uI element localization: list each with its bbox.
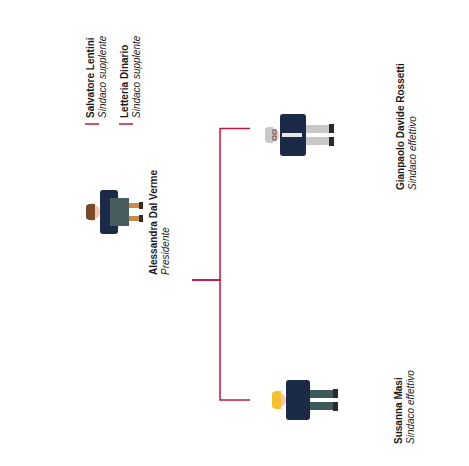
- person-label: Susanna MasiSindaco effettivo: [255, 336, 450, 464]
- rotated-text: Susanna MasiSindaco effettivo: [393, 370, 417, 444]
- person-name: Susanna Masi: [393, 370, 405, 444]
- person-figure: [86, 190, 143, 234]
- person-label: Salvatore LentiniSindaco supplente: [82, 5, 113, 123]
- person-figure: [272, 380, 338, 420]
- person-name: Gianpaolo Davide Rossetti: [395, 63, 407, 190]
- rotated-text: Salvatore LentiniSindaco supplente: [85, 36, 109, 118]
- person-role: Sindaco supplente: [97, 36, 109, 118]
- person-name: Letteria Dinario: [119, 36, 131, 118]
- person-name: Alessandra Dal Verme: [148, 170, 160, 275]
- person-label: Gianpaolo Davide RossettiSindaco effetti…: [255, 57, 450, 200]
- person-name: Salvatore Lentini: [85, 36, 97, 118]
- org-connector: [192, 280, 250, 400]
- person-figure: [265, 114, 334, 156]
- person-role: Sindaco effettivo: [407, 63, 419, 190]
- org-connector: [192, 129, 250, 281]
- person-label: Letteria DinarioSindaco supplente: [116, 5, 147, 123]
- red-bar: [119, 123, 133, 125]
- red-bar: [85, 123, 99, 125]
- rotated-text: Alessandra Dal VermePresidente: [148, 170, 172, 275]
- person-role: Sindaco supplente: [131, 36, 143, 118]
- person-label: Alessandra Dal VermePresidente: [82, 150, 182, 285]
- person-role: Presidente: [160, 170, 172, 275]
- rotated-text: Letteria DinarioSindaco supplente: [119, 36, 143, 118]
- person-role: Sindaco effettivo: [405, 370, 417, 444]
- rotated-text: Gianpaolo Davide RossettiSindaco effetti…: [395, 63, 419, 190]
